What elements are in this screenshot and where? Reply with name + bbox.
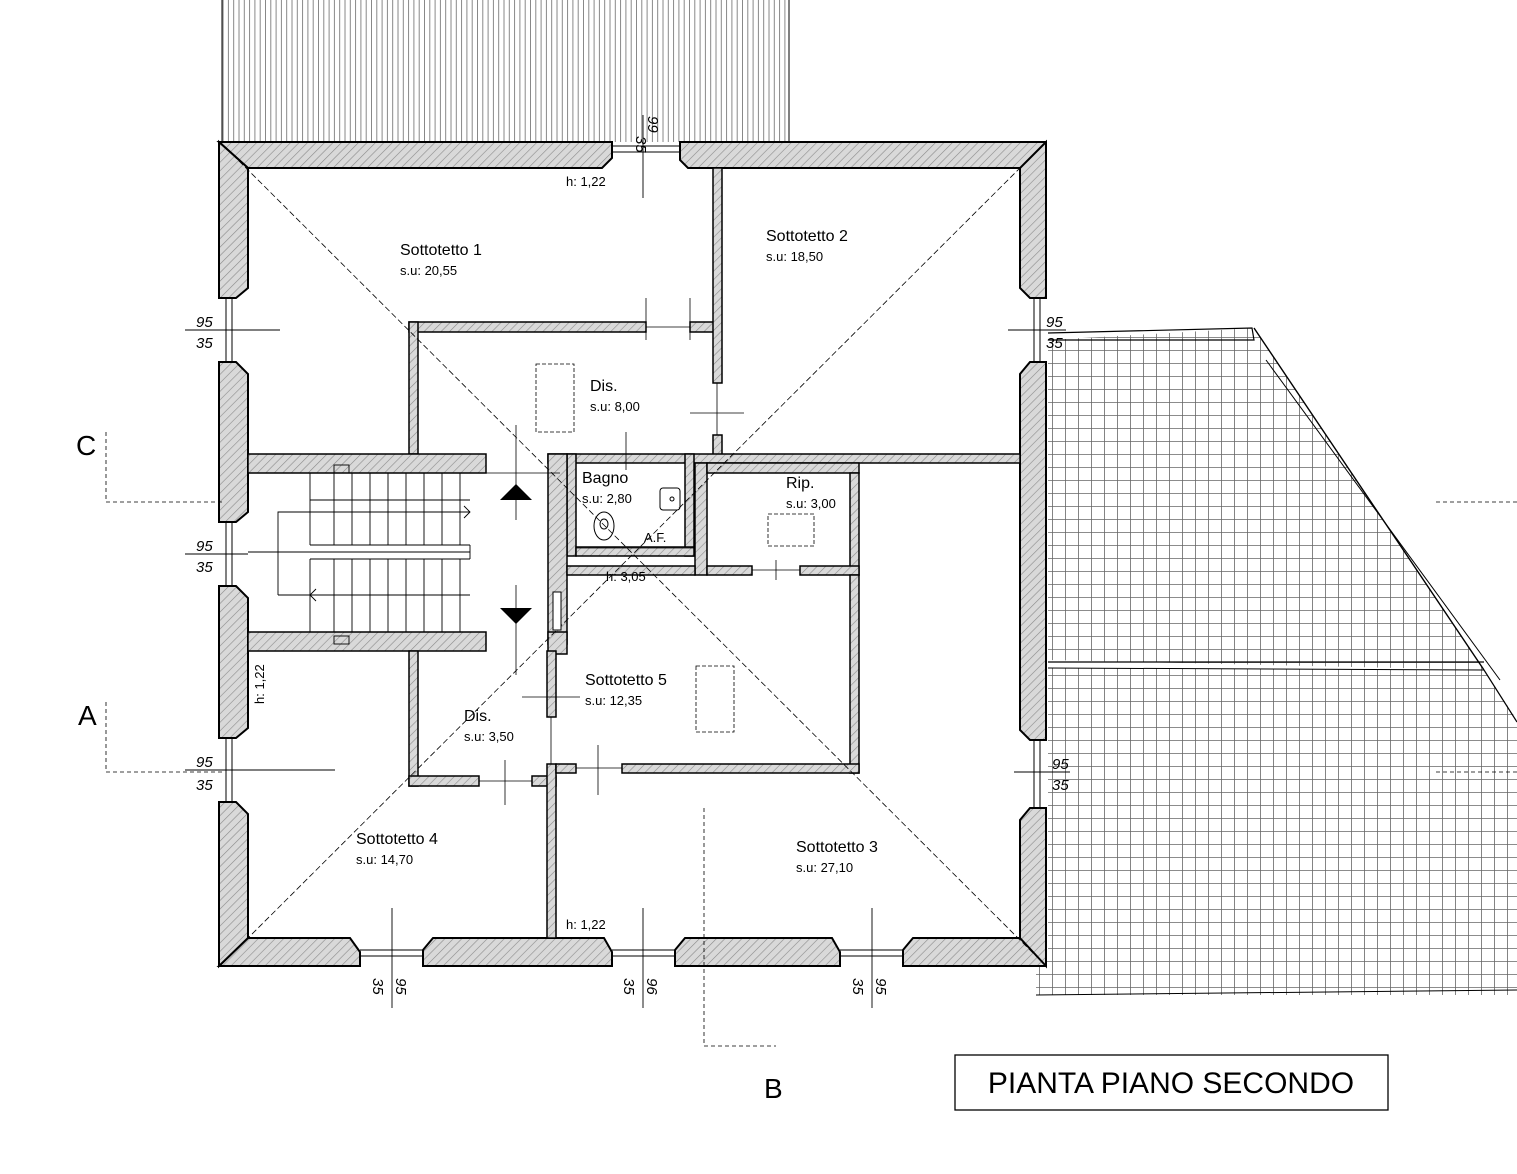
height-labels: h: 1,22 h: 3,05 h: 1,22 h: 1,22 [252, 174, 646, 932]
window-dim: 35 [849, 978, 866, 995]
window-dim: 95 [196, 314, 213, 331]
window-dim: 35 [369, 978, 386, 995]
room-name: Sottotetto 2 [766, 228, 848, 245]
sink-icon [659, 487, 681, 511]
skylight-solid [695, 665, 735, 733]
room-area: s.u: 20,55 [400, 263, 457, 278]
room-area: s.u: 8,00 [590, 399, 640, 414]
window-dim: 35 [632, 136, 649, 153]
bathroom-fixtures [593, 487, 681, 541]
up-arrow-icon [500, 484, 532, 500]
title-block: PIANTA PIANO SECONDO [954, 1054, 1389, 1111]
window-dim: 96 [643, 978, 660, 995]
window-dim: 35 [196, 777, 213, 794]
stair-landing [470, 425, 562, 675]
room-name: Bagno [582, 470, 628, 487]
room-area: s.u: 14,70 [356, 852, 413, 867]
room-name: Dis. [590, 378, 618, 395]
walls [216, 139, 1047, 969]
room-area: s.u: 3,50 [464, 729, 514, 744]
window-dim: 95 [196, 754, 213, 771]
section-label-c: C [76, 430, 96, 461]
toilet-icon [593, 511, 615, 541]
room-name: Rip. [786, 475, 814, 492]
roof-diagonals [225, 147, 1041, 961]
section-label-a: A [78, 700, 97, 731]
room-area: s.u: 12,35 [585, 693, 642, 708]
room-name: Sottotetto 1 [400, 242, 482, 259]
window-dim: 95 [872, 978, 889, 995]
window-dim: 35 [1046, 335, 1063, 352]
room-name: Sottotetto 5 [585, 672, 667, 689]
room-area: s.u: 27,10 [796, 860, 853, 875]
room-labels: Sottotetto 1 s.u: 20,55 Sottotetto 2 s.u… [356, 228, 878, 875]
skylights [535, 363, 815, 547]
section-lines [105, 432, 1517, 1047]
window-dim: 95 [1052, 756, 1069, 773]
window-dim: 35 [1052, 777, 1069, 794]
room-name: Dis. [464, 708, 492, 725]
down-arrow-icon [500, 608, 532, 624]
height-label-center: h: 3,05 [606, 569, 646, 584]
height-label-bottom: h: 1,22 [566, 917, 606, 932]
section-label-b: B [764, 1073, 783, 1104]
room-area: s.u: 2,80 [582, 491, 632, 506]
window-dim: 95 [1046, 314, 1063, 331]
window-dim: 35 [196, 559, 213, 576]
height-label-left: h: 1,22 [252, 664, 267, 704]
room-area: s.u: 3,00 [786, 496, 836, 511]
opening-markers [479, 298, 800, 805]
room-name: Sottotetto 4 [356, 831, 438, 848]
page-title: PIANTA PIANO SECONDO [988, 1067, 1354, 1100]
window-dim: 95 [392, 978, 409, 995]
fixture-label: A.F. [644, 530, 666, 545]
room-name: Sottotetto 3 [796, 839, 878, 856]
window-dim: 35 [196, 335, 213, 352]
roof-tiles-right [1035, 327, 1517, 996]
room-area: s.u: 18,50 [766, 249, 823, 264]
dimension-leaders [185, 115, 1070, 1008]
staircase [248, 464, 471, 645]
window-dim: 35 [620, 978, 637, 995]
window-dimensions: 35 99 95 35 95 35 95 35 95 35 95 35 35 9… [196, 116, 1069, 995]
roof-stripes-top [221, 0, 790, 142]
section-markers: C A B [76, 430, 783, 1104]
window-dim: 99 [644, 116, 661, 133]
interior-walls [247, 167, 1021, 939]
window-dim: 95 [196, 538, 213, 555]
height-label-top: h: 1,22 [566, 174, 606, 189]
